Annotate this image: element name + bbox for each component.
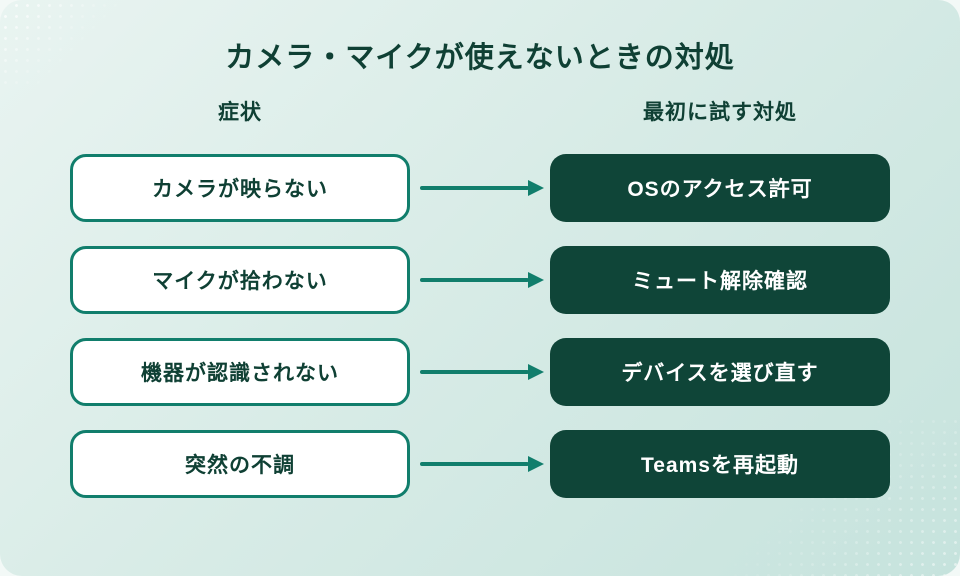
action-box: OSのアクセス許可 — [550, 154, 890, 222]
arrow-head — [528, 272, 544, 288]
page-title: カメラ・マイクが使えないときの対処 — [225, 42, 735, 74]
column-header-actions: 最初に試す対処 — [643, 101, 797, 124]
table-row: マイクが拾わない ミュート解除確認 — [70, 246, 890, 314]
symptom-box: 突然の不調 — [70, 430, 410, 498]
table-row: 機器が認識されない デバイスを選び直す — [70, 338, 890, 406]
action-box: デバイスを選び直す — [550, 338, 890, 406]
arrow-head — [528, 364, 544, 380]
arrow-line — [420, 370, 529, 374]
column-header-symptoms: 症状 — [218, 101, 262, 124]
arrow-right-icon — [410, 456, 550, 472]
table-row: 突然の不調 Teamsを再起動 — [70, 430, 890, 498]
symptom-box: 機器が認識されない — [70, 338, 410, 406]
arrow-head — [528, 456, 544, 472]
arrow-line — [420, 462, 529, 466]
table-row: カメラが映らない OSのアクセス許可 — [70, 154, 890, 222]
column-headers: 症状 最初に試す対処 — [70, 96, 890, 126]
arrow-right-icon — [410, 180, 550, 196]
symptom-box: マイクが拾わない — [70, 246, 410, 314]
arrow-head — [528, 180, 544, 196]
arrow-right-icon — [410, 364, 550, 380]
arrow-right-icon — [410, 272, 550, 288]
symptom-box: カメラが映らない — [70, 154, 410, 222]
arrow-line — [420, 186, 529, 190]
arrow-line — [420, 278, 529, 282]
action-box: Teamsを再起動 — [550, 430, 890, 498]
action-box: ミュート解除確認 — [550, 246, 890, 314]
rows-container: カメラが映らない OSのアクセス許可 マイクが拾わない ミュート解除確認 機器が… — [70, 154, 890, 498]
